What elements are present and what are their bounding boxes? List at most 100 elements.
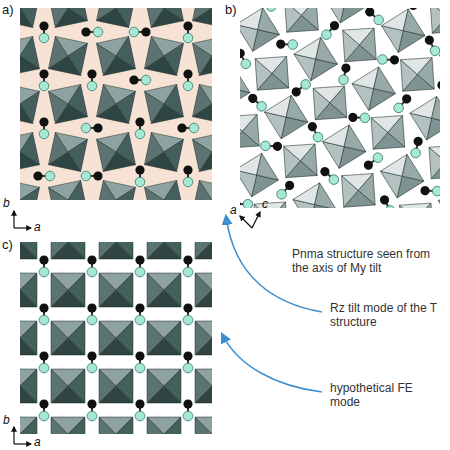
carbon-atom — [340, 62, 352, 74]
nitrogen-atom — [135, 411, 145, 421]
panel-ground — [20, 242, 212, 434]
octahedron-face — [164, 180, 184, 200]
octahedron-face — [195, 417, 212, 434]
carbon-atom — [240, 47, 246, 59]
octahedron-face — [164, 43, 184, 75]
octahedron-face — [199, 180, 212, 200]
octahedron-face — [339, 8, 367, 12]
carbon-atom — [364, 8, 376, 18]
carbon-atom — [129, 75, 138, 84]
octahedron-face — [116, 91, 136, 123]
octahedron-face — [240, 8, 260, 10]
carbon-atom — [135, 399, 144, 408]
octahedron-face — [192, 8, 212, 21]
nitrogen-atom — [328, 174, 340, 186]
octahedron-face — [195, 242, 212, 259]
octahedron-face — [368, 65, 396, 100]
octahedron-face — [438, 195, 440, 208]
carbon-atom — [39, 21, 48, 30]
octahedron-face — [68, 321, 85, 355]
octahedron-face — [68, 8, 88, 21]
nitrogen-atom — [183, 411, 193, 421]
carbon-atom — [87, 303, 96, 312]
carbon-atom — [389, 54, 401, 66]
octahedron-face — [20, 132, 40, 164]
octahedron-face — [164, 84, 184, 116]
octahedron-face — [309, 180, 337, 208]
carbon-atom — [363, 159, 375, 171]
octahedron-face — [413, 203, 440, 208]
octahedron-face — [116, 8, 136, 28]
untilted-octahedra-panel — [20, 242, 212, 434]
nitrogen-atom — [300, 78, 312, 90]
carbon-atom — [39, 255, 48, 264]
carbon-atom — [135, 255, 144, 264]
axis-label: a — [34, 221, 41, 235]
nitrogen-atom — [45, 171, 55, 181]
nitrogen-atom — [242, 198, 254, 208]
octahedron-face — [252, 8, 280, 41]
carbon-atom — [183, 351, 192, 360]
callout-text: Rz tilt mode of the T structure — [330, 302, 442, 330]
octahedron-face — [164, 321, 181, 355]
carbon-atom — [39, 69, 48, 78]
callout-text: Pnma structure seen from the axis of My … — [292, 248, 442, 276]
carbon-atom — [39, 351, 48, 360]
carbon-atom — [33, 171, 42, 180]
carbon-atom — [183, 165, 192, 174]
nitrogen-atom — [135, 315, 145, 325]
octahedron-face — [68, 242, 85, 259]
nitrogen-atom — [393, 102, 405, 114]
octahedron-face — [199, 84, 212, 104]
nitrogen-atom — [256, 100, 268, 112]
nitrogen-atom — [376, 53, 388, 65]
carbon-atom — [412, 135, 424, 147]
octahedron-face — [68, 273, 85, 307]
nitrogen-atom — [39, 267, 49, 277]
nitrogen-atom — [81, 171, 91, 181]
carbon-atom — [81, 27, 90, 36]
tilted-octahedra-panel — [20, 8, 212, 200]
axis-label: b — [3, 414, 10, 428]
nitrogen-atom — [39, 363, 49, 373]
panel-label: c) — [2, 238, 13, 253]
carbon-atom — [39, 399, 48, 408]
nitrogen-atom — [337, 74, 349, 86]
nitrogen-atom — [39, 81, 49, 91]
carbon-atom — [284, 180, 296, 192]
octahedron-face — [423, 8, 440, 33]
nitrogen-atom — [276, 188, 288, 200]
octahedron-face — [384, 116, 412, 151]
carbon-atom — [87, 399, 96, 408]
octahedron-face — [310, 35, 338, 70]
nitrogen-atom — [39, 33, 49, 43]
octahedron-face — [414, 58, 440, 93]
carbon-atom — [275, 38, 287, 50]
carbon-atom — [272, 140, 284, 152]
octahedron-face — [144, 8, 164, 28]
carbon-atom — [141, 27, 150, 36]
octahedron-face — [116, 187, 136, 200]
carbon-atom — [307, 121, 319, 133]
octahedron-face — [99, 242, 116, 259]
octahedron-face — [267, 202, 295, 208]
nitrogen-atom — [240, 58, 252, 70]
nitrogen-atom — [359, 112, 371, 124]
octahedron-face — [397, 8, 425, 42]
nitrogen-atom — [183, 81, 193, 91]
octahedron-face — [116, 242, 133, 259]
octahedron-face — [20, 417, 37, 434]
octahedron-face — [68, 43, 88, 75]
nitrogen-atom — [93, 27, 103, 37]
octahedron-face — [20, 369, 37, 403]
octahedron-face — [68, 84, 88, 116]
nitrogen-atom — [87, 363, 97, 373]
octahedron-face — [164, 139, 184, 171]
carbon-atom — [39, 303, 48, 312]
carbon-atom — [424, 34, 436, 46]
nitrogen-atom — [429, 45, 440, 57]
octahedron-face — [396, 152, 424, 187]
nitrogen-atom — [183, 363, 193, 373]
nitrogen-atom — [129, 27, 139, 37]
